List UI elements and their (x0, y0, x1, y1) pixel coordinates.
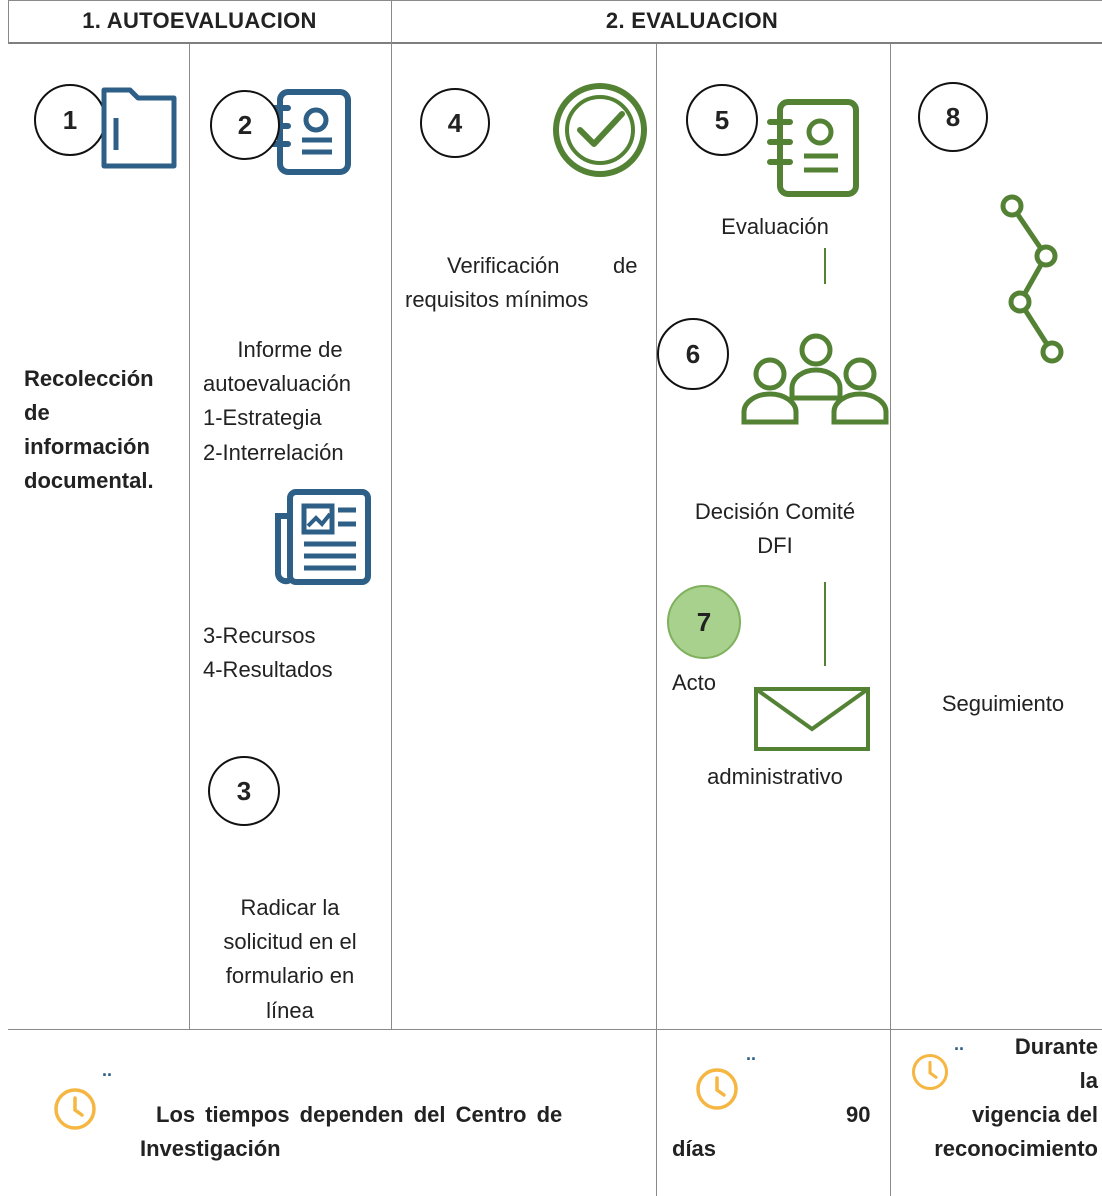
step-6-badge: 6 (657, 318, 729, 390)
checkmark-circle-icon (553, 83, 647, 177)
administrativo-label: administrativo (707, 764, 843, 789)
step-3-badge: 3 (208, 756, 280, 826)
dots-marker: .. (102, 1060, 113, 1080)
recoleccion-line-2: de (24, 400, 50, 425)
acto-label: Acto (672, 670, 717, 695)
step-2-badge: 2 (210, 90, 280, 160)
header-evaluacion: 2. EVALUACION (605, 8, 779, 33)
vigencia-line-2: la (1079, 1068, 1098, 1093)
vigencia-line-1: Durante (1014, 1034, 1098, 1059)
vigencia-line-4: reconocimiento (934, 1136, 1098, 1161)
left-border (8, 0, 9, 44)
recoleccion-line-4: documental. (24, 468, 154, 493)
recoleccion-line-1: Recolección (24, 366, 154, 391)
folder-icon (101, 87, 177, 169)
recoleccion-line-3: información (24, 434, 150, 459)
step-4-badge: 4 (420, 88, 490, 158)
body-bottom-rule (8, 1029, 1102, 1030)
clock-icon-90-dias (696, 1068, 738, 1110)
verificacion-word-1: Verificación (447, 253, 560, 278)
header-bottom-rule (8, 42, 1102, 44)
dias-label: días (672, 1136, 717, 1161)
timeline-path-icon (1000, 194, 1064, 364)
verificacion-line-2: requisitos mínimos (405, 287, 589, 312)
decision-line-1: Decisión Comité (694, 499, 856, 524)
dots-marker-90-dias: .. (746, 1044, 757, 1064)
verificacion-word-2: de (613, 253, 638, 278)
tiempos-line-1: Los tiempos dependen del Centro de (156, 1102, 563, 1127)
step-1-badge: 1 (34, 84, 106, 156)
address-book-icon (267, 89, 351, 175)
decision-line-2: DFI (757, 533, 793, 558)
envelope-icon (754, 687, 870, 751)
dias-number: 90 (846, 1102, 871, 1127)
item-estrategia: 1-Estrategia (203, 405, 322, 430)
item-resultados: 4-Resultados (203, 657, 333, 682)
step-8-badge: 8 (918, 82, 988, 152)
header-autoevaluacion: 1. AUTOEVALUACION (82, 8, 317, 33)
seguimiento-label: Seguimiento (941, 691, 1065, 716)
connector-decision-acto (824, 582, 826, 666)
informe-line-1: Informe de (237, 337, 343, 362)
vigencia-line-3: vigencia del (972, 1102, 1098, 1127)
item-recursos: 3-Recursos (203, 623, 316, 648)
divider-col4-col5 (890, 44, 891, 1196)
evaluacion-label: Evaluación (721, 214, 829, 239)
clock-icon (54, 1088, 96, 1130)
dots-marker-vigencia: .. (954, 1034, 965, 1054)
radicar-line-3: formulario en (225, 963, 355, 988)
step-5-badge: 5 (686, 84, 758, 156)
address-book-green-icon (767, 99, 859, 197)
divider-col1-col2 (189, 44, 190, 1030)
divider-phase (391, 0, 392, 1030)
connector-evaluacion-decision (824, 248, 826, 284)
newspaper-icon (275, 489, 371, 585)
step-7-badge: 7 (667, 585, 741, 659)
tiempos-line-2: Investigación (140, 1136, 281, 1161)
divider-col3-col4 (656, 44, 657, 1196)
item-interrelacion: 2-Interrelación (203, 440, 344, 465)
committee-people-icon (741, 333, 889, 425)
top-border (8, 0, 1102, 1)
informe-line-2: autoevaluación (203, 371, 352, 396)
radicar-line-4: línea (266, 998, 314, 1023)
radicar-line-2: solicitud en el (223, 929, 357, 954)
clock-icon-vigencia (911, 1053, 949, 1091)
radicar-line-1: Radicar la (240, 895, 340, 920)
